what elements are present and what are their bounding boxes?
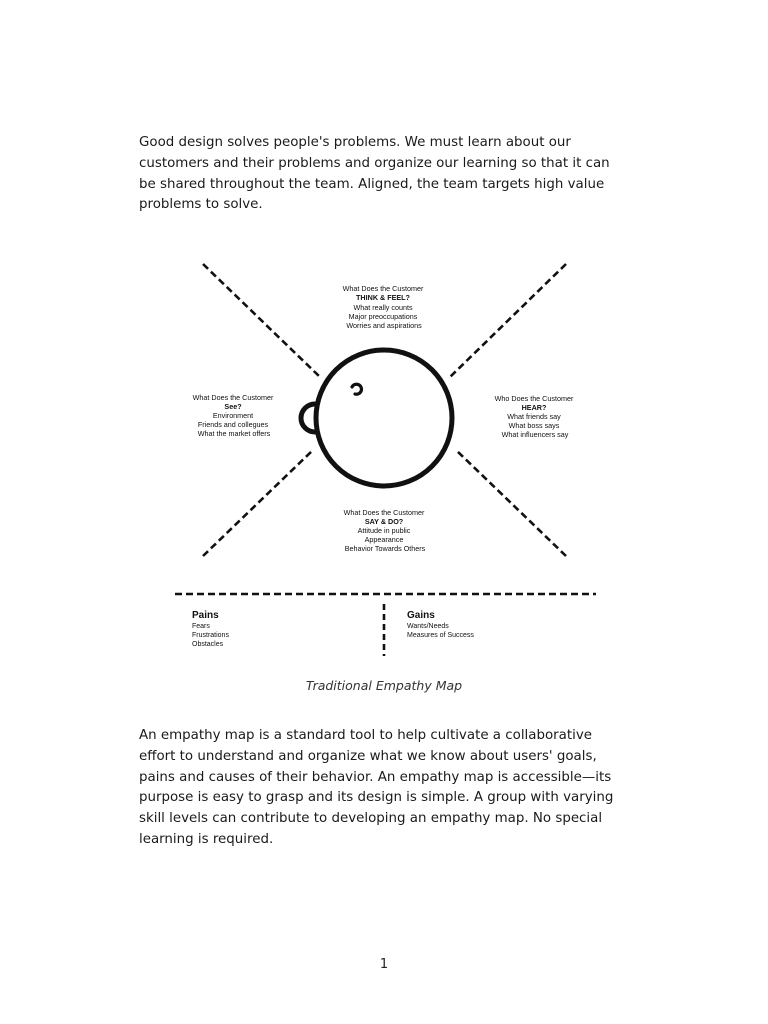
see-label: What Does the Customer See? Environment … — [193, 393, 276, 438]
gains-list: Wants/Needs Measures of Success — [407, 623, 474, 639]
diagonal-line-bottom-left — [203, 450, 313, 556]
think-feel-label: What Does the Customer THINK & FEEL? Wha… — [343, 284, 426, 330]
diagonal-line-bottom-right — [456, 450, 566, 556]
hear-label: Who Does the Customer HEAR? What friends… — [495, 394, 576, 439]
pains-list: Fears Frustrations Obstacles — [192, 623, 231, 648]
gains-title: Gains — [407, 610, 435, 621]
head-face-icon — [316, 350, 452, 486]
diagonal-line-top-left — [203, 264, 321, 378]
diagonal-line-top-right — [449, 264, 566, 378]
say-do-label: What Does the Customer SAY & DO? Attitud… — [344, 508, 427, 553]
figure-caption: Traditional Empathy Map — [0, 678, 768, 693]
pains-title: Pains — [192, 610, 219, 621]
body-paragraph: An empathy map is a standard tool to hel… — [139, 726, 629, 851]
page-number: 1 — [0, 957, 768, 972]
